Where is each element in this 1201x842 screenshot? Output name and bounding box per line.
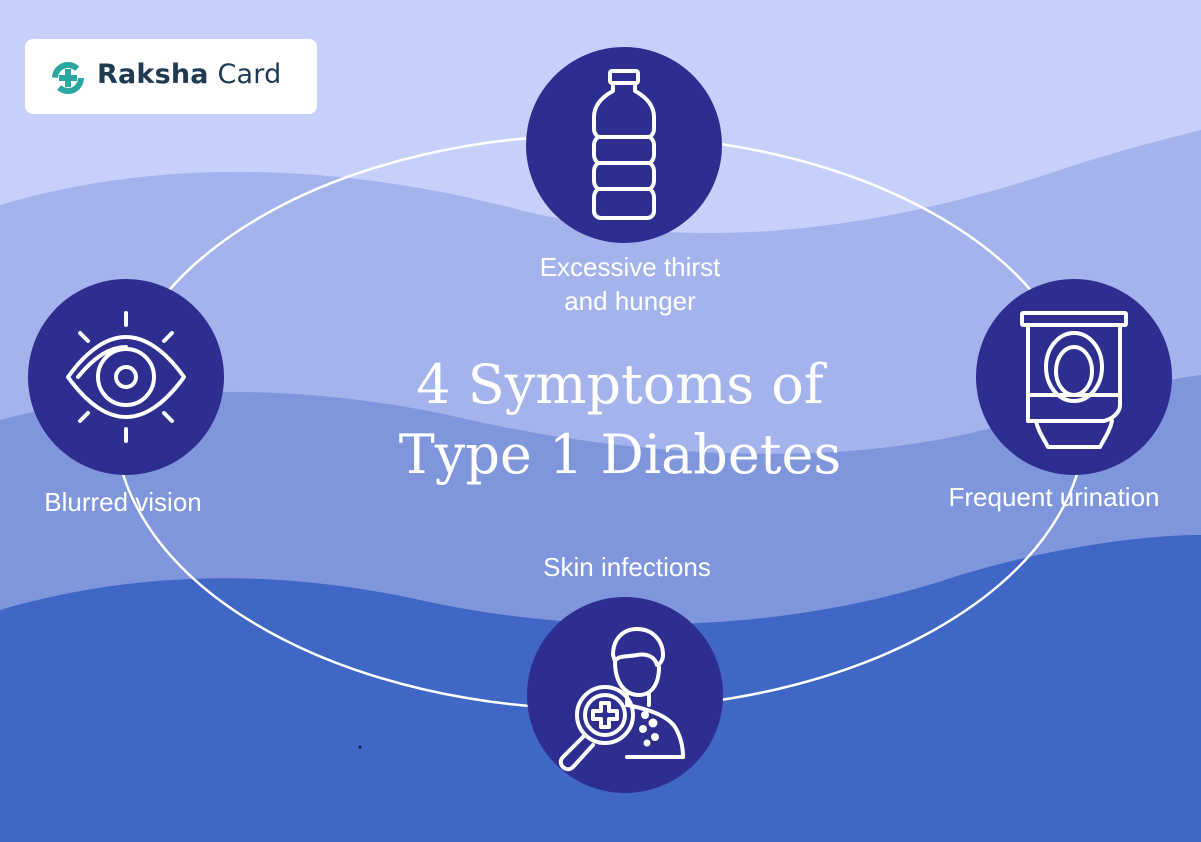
symptom-skin-circle xyxy=(527,597,723,793)
symptom-vision-circle xyxy=(28,279,224,475)
toilet-icon xyxy=(1020,311,1128,449)
symptom-skin-label-text: Skin infections xyxy=(543,552,711,582)
raksha-logo-icon xyxy=(52,62,84,94)
page-title-line2: Type 1 Diabetes xyxy=(398,423,842,486)
eye-icon xyxy=(66,311,186,443)
brand-name: Raksha Card xyxy=(97,59,281,90)
symptom-thirst-label: Excessive thirst and hunger xyxy=(500,250,760,318)
page-title: 4 Symptoms of Type 1 Diabetes xyxy=(300,350,940,490)
symptom-thirst-label-line1: Excessive thirst xyxy=(539,252,721,282)
symptom-vision-label-text: Blurred vision xyxy=(44,487,202,517)
symptom-thirst-label-line2: and hunger xyxy=(564,286,696,316)
brand-name-light: Card xyxy=(217,59,282,90)
symptom-vision-label: Blurred vision xyxy=(0,485,246,519)
symptom-urination-label-text: Frequent urination xyxy=(948,482,1160,512)
skin-infection-magnifier-icon xyxy=(558,627,685,772)
symptom-urination-circle xyxy=(976,279,1172,475)
symptom-urination-label: Frequent urination xyxy=(926,480,1182,514)
symptom-thirst-circle xyxy=(526,47,722,243)
symptom-skin-label: Skin infections xyxy=(500,550,754,584)
water-bottle-icon xyxy=(592,69,656,220)
brand-logo-card: Raksha Card xyxy=(25,39,317,114)
brand-name-bold: Raksha xyxy=(97,59,209,90)
page-title-line1: 4 Symptoms of xyxy=(416,353,824,416)
